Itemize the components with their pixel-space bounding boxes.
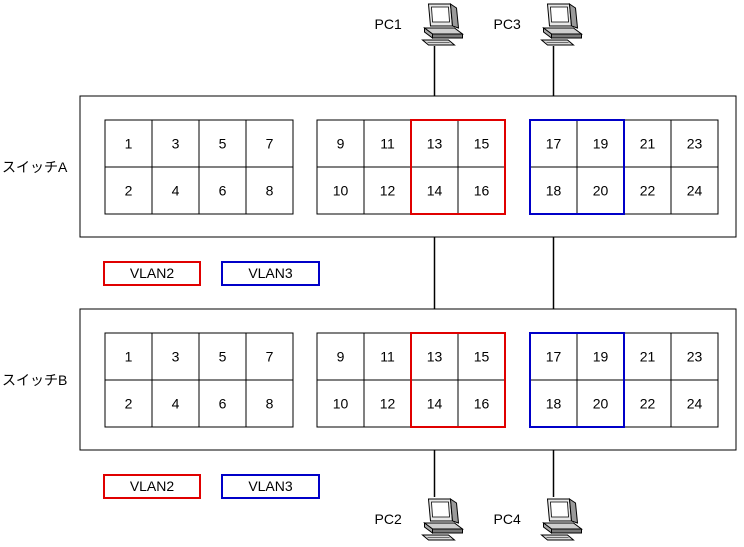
port-number: 14	[427, 183, 443, 199]
port-number: 9	[337, 349, 345, 365]
port-24	[670, 379, 719, 428]
pc-pc1[interactable]: PC1	[375, 3, 463, 46]
port-number: 24	[687, 183, 703, 199]
pc-pc3[interactable]: PC3	[494, 3, 582, 46]
desktop-computer-icon[interactable]	[541, 3, 582, 46]
pc-pc4[interactable]: PC4	[494, 498, 582, 541]
port-number: 22	[640, 183, 656, 199]
legend-swatch	[103, 474, 201, 499]
port-number: 22	[640, 396, 656, 412]
port-number: 19	[593, 349, 609, 365]
port-number: 5	[219, 136, 227, 152]
port-number: 15	[474, 349, 490, 365]
port-number: 19	[593, 136, 609, 152]
desktop-computer-icon[interactable]	[541, 498, 582, 541]
port-number: 7	[266, 136, 274, 152]
port-8	[245, 166, 294, 215]
pc-pc2[interactable]: PC2	[375, 498, 463, 541]
port-group: 1 3 5 7 2 4 6 8	[104, 119, 294, 215]
port-number: 1	[125, 349, 133, 365]
port-number: 3	[172, 136, 180, 152]
port-number: 15	[474, 136, 490, 152]
port-number: 14	[427, 396, 443, 412]
port-number: 8	[266, 183, 274, 199]
port-number: 8	[266, 396, 274, 412]
legend-label: VLAN2	[130, 478, 175, 494]
port-number: 4	[172, 183, 180, 199]
port-number: 12	[380, 183, 396, 199]
port-number: 11	[380, 136, 395, 152]
port-number: 12	[380, 396, 396, 412]
port-number: 5	[219, 349, 227, 365]
legend-label: VLAN3	[248, 478, 293, 494]
port-number: 18	[546, 183, 562, 199]
port-number: 6	[219, 396, 227, 412]
port-number: 17	[546, 349, 562, 365]
port-number: 10	[333, 396, 349, 412]
port-number: 2	[125, 183, 133, 199]
port-number: 16	[474, 396, 490, 412]
pc-label: PC3	[494, 16, 521, 32]
vlan-vlan2-highlight	[410, 332, 506, 428]
vlan-vlan3-highlight	[529, 332, 625, 428]
legend-label: VLAN2	[130, 265, 175, 281]
port-number: 7	[266, 349, 274, 365]
port-group: 1 3 5 7 2 4 6 8	[104, 332, 294, 428]
legend-swatch	[221, 261, 320, 286]
port-number: 23	[687, 136, 703, 152]
port-number: 4	[172, 396, 180, 412]
legend-swatch	[221, 474, 320, 499]
port-number: 21	[640, 136, 656, 152]
port-number: 20	[593, 183, 609, 199]
pc-label: PC4	[494, 511, 521, 527]
switch-label: スイッチB	[2, 372, 67, 388]
port-number: 13	[427, 136, 443, 152]
port-number: 11	[380, 349, 395, 365]
pc-label: PC1	[375, 16, 402, 32]
legend-vlan2: VLAN2	[103, 261, 201, 286]
desktop-computer-icon[interactable]	[422, 3, 463, 46]
vlan-vlan3-highlight	[529, 119, 625, 215]
port-number: 3	[172, 349, 180, 365]
port-number: 1	[125, 136, 133, 152]
legend-swatch	[103, 261, 201, 286]
port-number: 13	[427, 349, 443, 365]
port-24	[670, 166, 719, 215]
port-number: 24	[687, 396, 703, 412]
port-number: 9	[337, 136, 345, 152]
port-number: 23	[687, 349, 703, 365]
port-8	[245, 379, 294, 428]
port-number: 18	[546, 396, 562, 412]
desktop-computer-icon[interactable]	[422, 498, 463, 541]
port-number: 17	[546, 136, 562, 152]
port-number: 2	[125, 396, 133, 412]
port-number: 10	[333, 183, 349, 199]
legend-vlan2: VLAN2	[103, 474, 201, 499]
legend-label: VLAN3	[248, 265, 293, 281]
port-number: 6	[219, 183, 227, 199]
pc-label: PC2	[375, 511, 402, 527]
legend-vlan3: VLAN3	[221, 261, 320, 286]
port-number: 21	[640, 349, 656, 365]
port-number: 16	[474, 183, 490, 199]
vlan-vlan2-highlight	[410, 119, 506, 215]
legend-vlan3: VLAN3	[221, 474, 320, 499]
switch-label: スイッチA	[2, 159, 68, 175]
port-number: 20	[593, 396, 609, 412]
